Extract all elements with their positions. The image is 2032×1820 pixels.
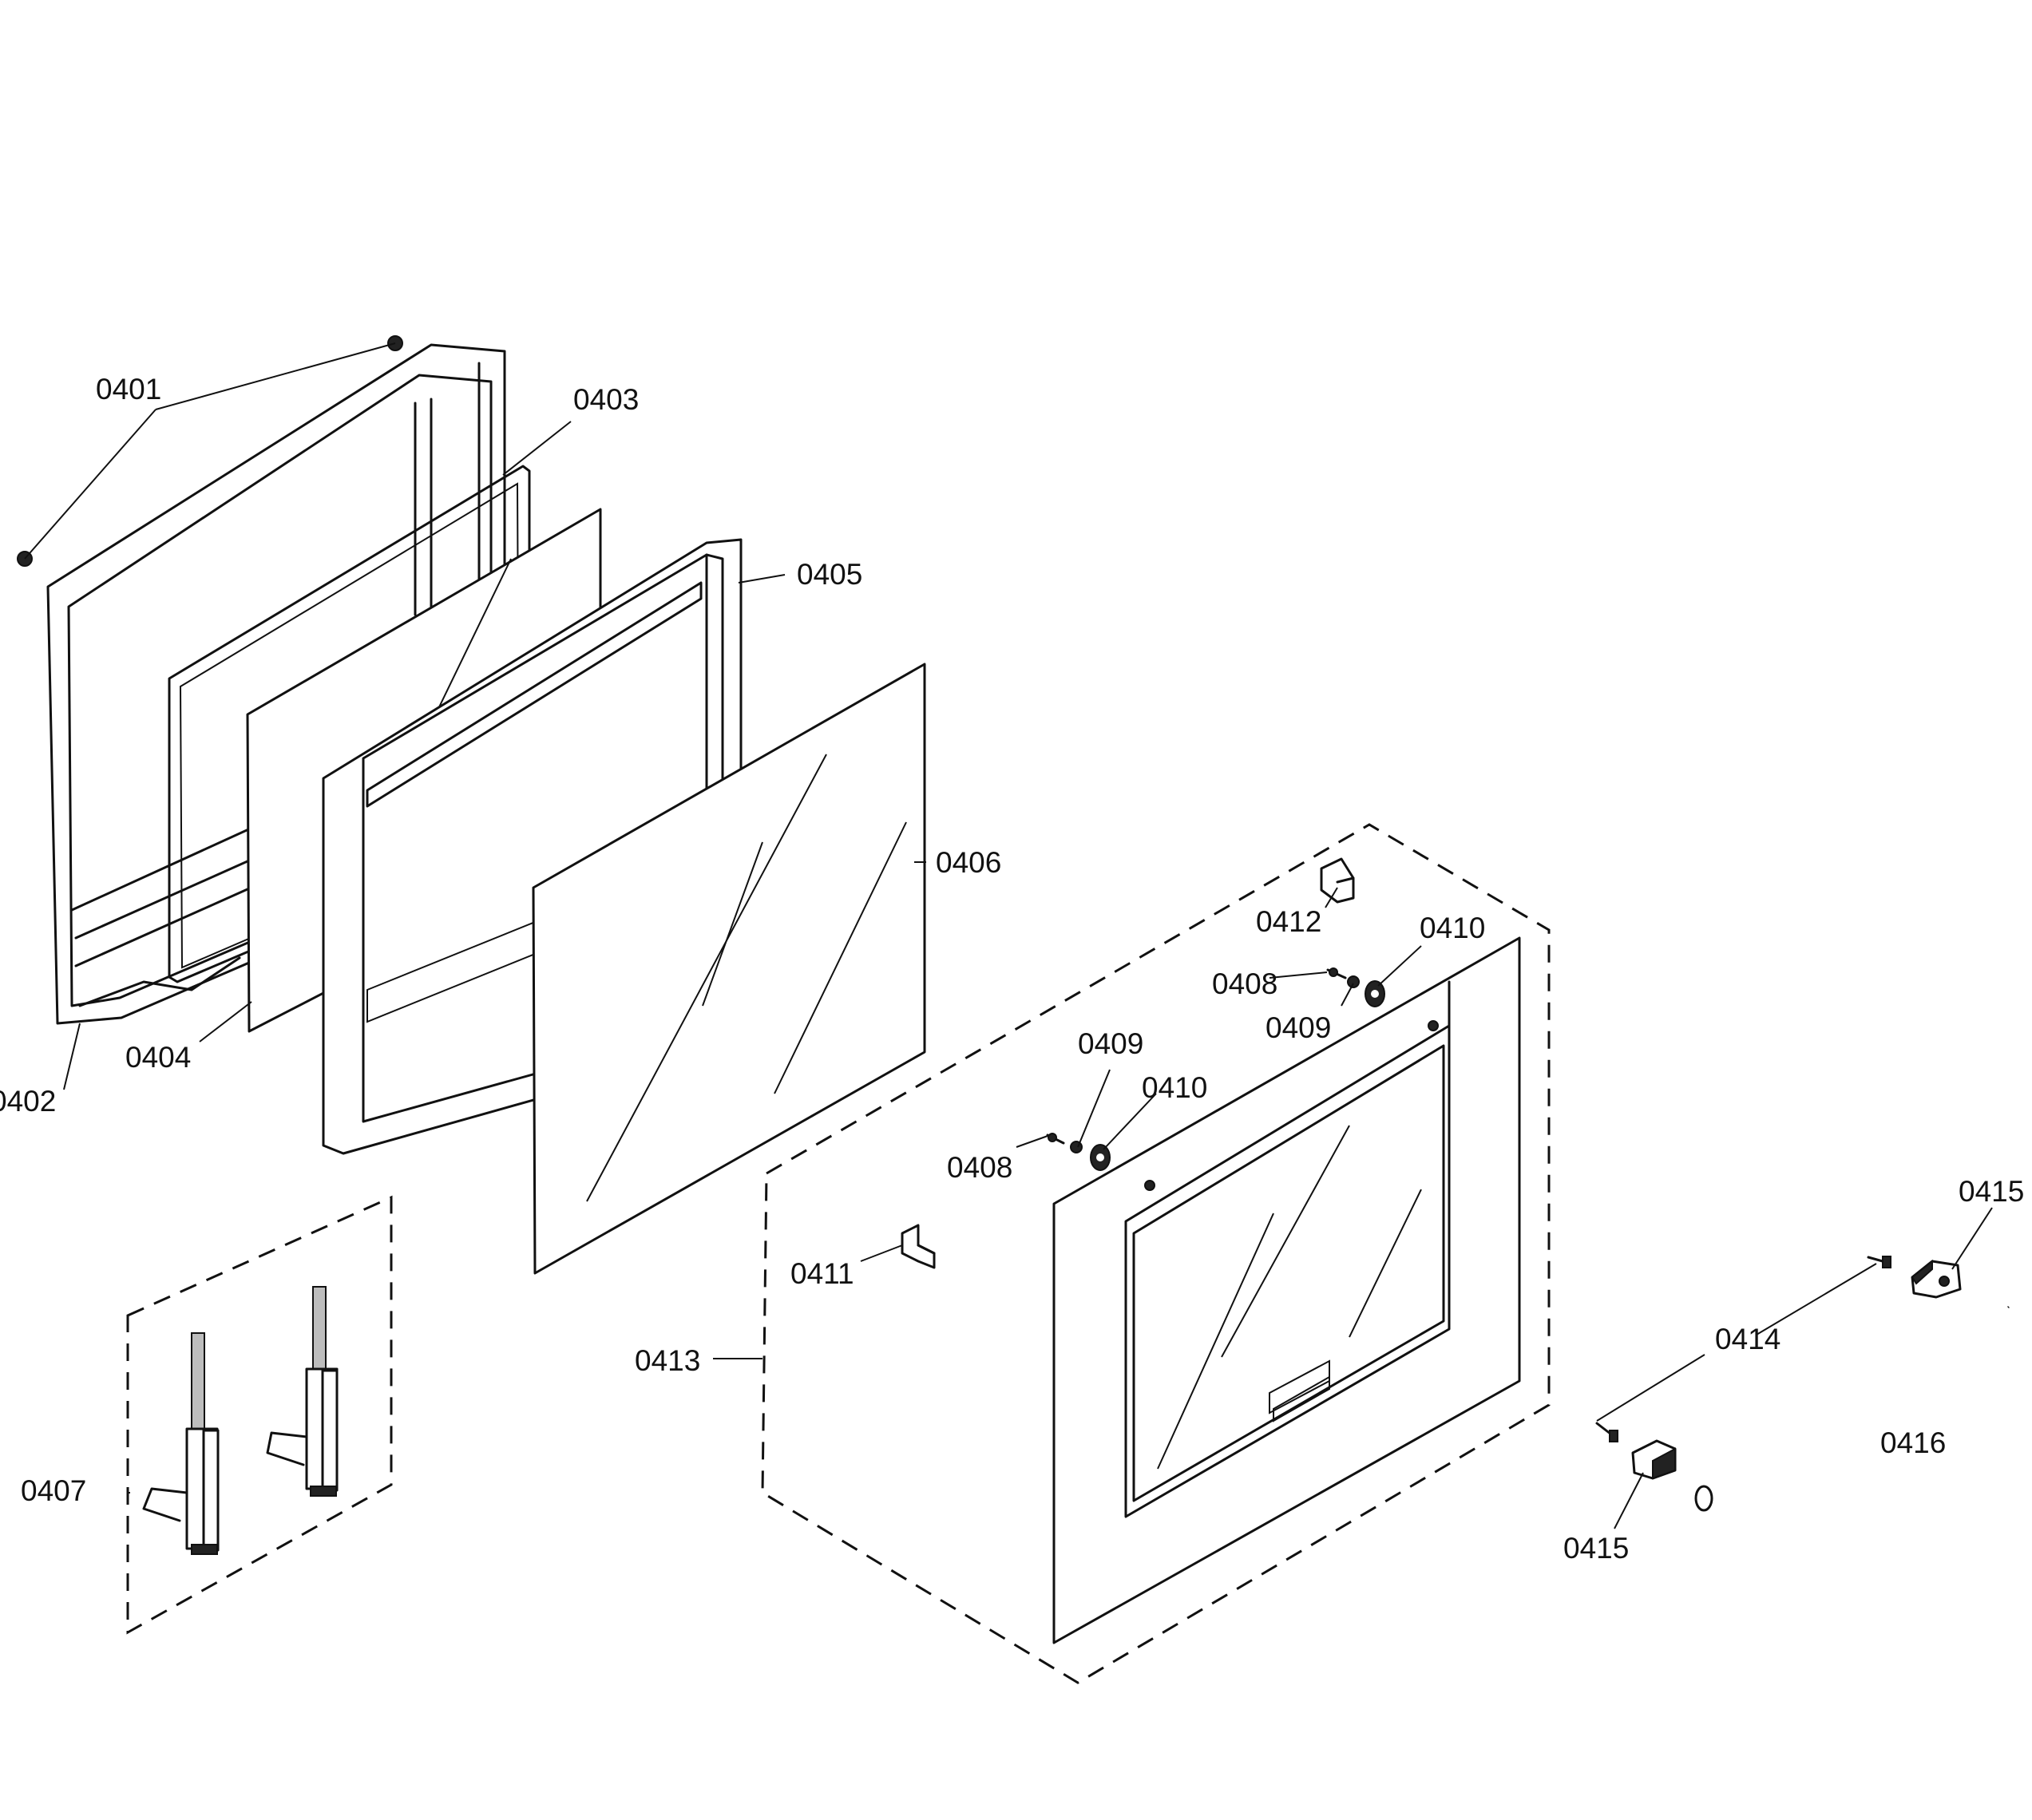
label-0407: 0407 [21, 1474, 86, 1507]
label-0410-right: 0410 [1420, 912, 1485, 944]
label-0411: 0411 [790, 1257, 854, 1290]
part-0413-outer-door-assembly [761, 823, 1551, 1684]
part-0413-door-panel [1052, 936, 1521, 1644]
part-0410-bushing-left [1090, 1144, 1111, 1171]
label-0404: 0404 [125, 1041, 191, 1074]
label-0409-right: 0409 [1266, 1011, 1331, 1044]
label-0402: 0402 [0, 1085, 56, 1118]
label-0403: 0403 [573, 383, 639, 416]
label-0415-lower: 0415 [1563, 1532, 1629, 1565]
part-0412-bracket [1320, 857, 1355, 904]
label-0414: 0414 [1715, 1323, 1780, 1355]
label-0416: 0416 [1880, 1426, 1946, 1459]
part-0407-hinge-left [142, 1332, 220, 1555]
part-0415-endcap-lower [1631, 1439, 1677, 1480]
label-0406: 0406 [936, 846, 1001, 879]
part-0414-pin-lower [1595, 1422, 1618, 1442]
part-0411-bracket [901, 1224, 936, 1269]
part-0414-pin-upper [1867, 1256, 1891, 1268]
part-0407-hinge-right [266, 1286, 339, 1497]
label-0408-left: 0408 [947, 1151, 1012, 1184]
part-0409-washer-right [1347, 975, 1360, 988]
label-0412: 0412 [1256, 905, 1321, 938]
label-0405: 0405 [797, 558, 862, 591]
label-0409-left: 0409 [1078, 1027, 1143, 1060]
part-0406-outer-glass [532, 663, 926, 1275]
part-0407-hinge-group [126, 1195, 393, 1635]
part-labels: 0401 0402 0403 0404 0405 0406 0407 0408 … [0, 373, 2024, 1565]
part-0408-screw-left [1046, 1133, 1065, 1145]
label-0408-right: 0408 [1212, 967, 1277, 1000]
label-0415-upper: 0415 [1959, 1175, 2024, 1208]
part-0416-handle-bar [1694, 1304, 2011, 1512]
label-0401: 0401 [96, 373, 161, 406]
leader-lines [24, 342, 1993, 1529]
label-0413: 0413 [635, 1344, 700, 1377]
part-0410-bushing-right [1365, 980, 1385, 1007]
label-0410-left: 0410 [1142, 1071, 1207, 1104]
part-0408-screw-right [1326, 967, 1347, 979]
part-0415-endcap-upper [1911, 1259, 1962, 1299]
